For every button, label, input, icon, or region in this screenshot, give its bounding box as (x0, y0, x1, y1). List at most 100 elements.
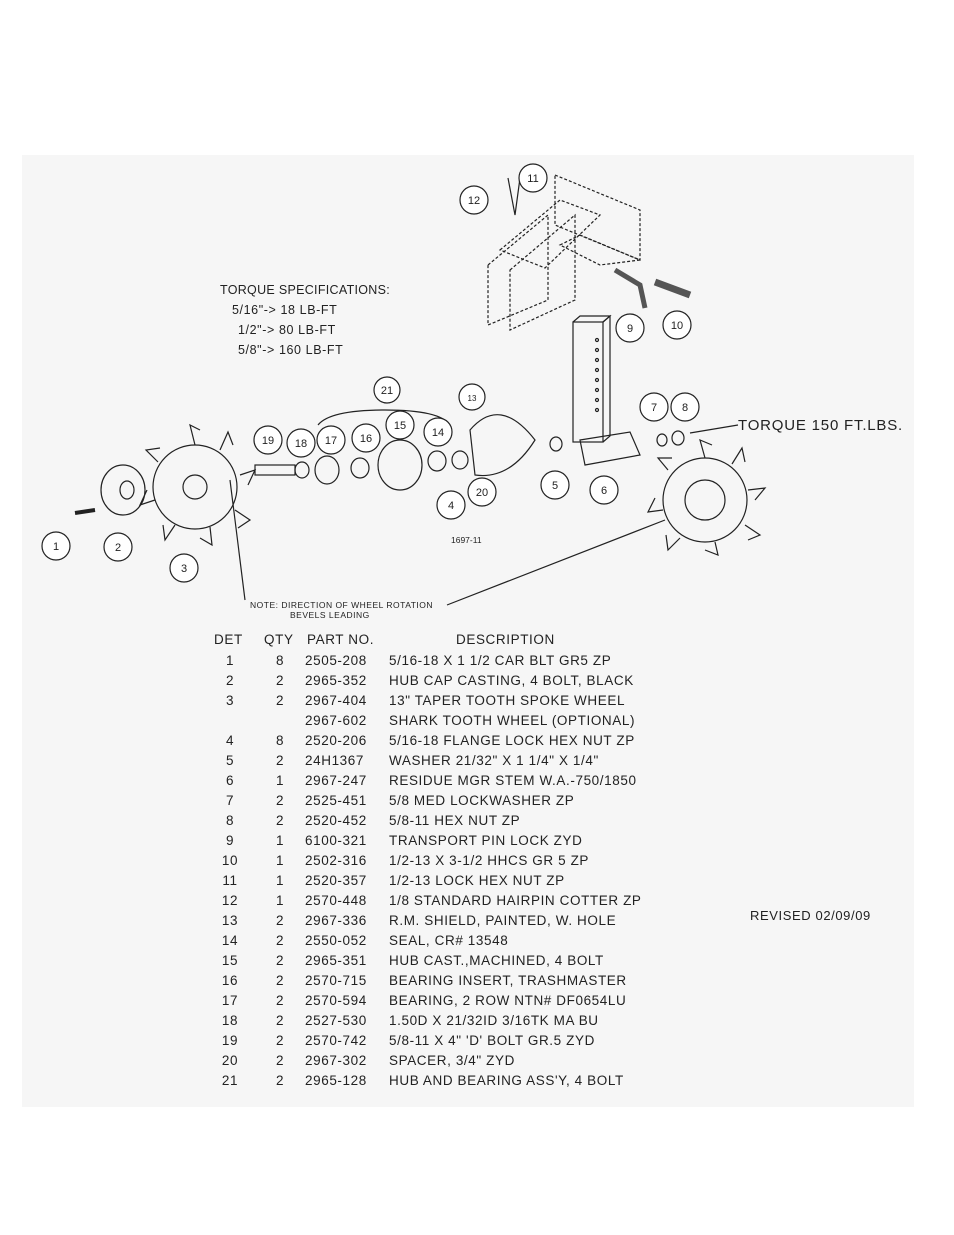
cell-qty: 1 (275, 853, 285, 868)
cell-det: 12 (221, 893, 239, 908)
callout-circle (458, 383, 486, 411)
callout-balloon-18: 18 (286, 428, 316, 458)
cell-description: 1/2-13 LOCK HEX NUT ZP (389, 873, 565, 888)
callout-balloon-20: 20 (467, 477, 497, 507)
cell-qty: 2 (275, 813, 285, 828)
callout-balloon-1: 1 (41, 531, 71, 561)
cell-description: 5/16-18 X 1 1/2 CAR BLT GR5 ZP (389, 653, 612, 668)
cell-det: 9 (225, 833, 235, 848)
header-description: DESCRIPTION (456, 632, 555, 647)
cell-description: 1.50D X 21/32ID 3/16TK MA BU (389, 1013, 599, 1028)
callout-circle (518, 163, 548, 193)
bearing (314, 455, 340, 485)
cell-part-no: 2502-316 (305, 853, 367, 868)
hub-cap (100, 464, 146, 516)
cell-qty: 2 (275, 793, 285, 808)
cell-qty: 1 (275, 833, 285, 848)
cell-description: TRANSPORT PIN LOCK ZYD (389, 833, 583, 848)
cell-det: 21 (221, 1073, 239, 1088)
cell-det: 18 (221, 1013, 239, 1028)
cell-qty: 2 (275, 673, 285, 688)
callout-balloon-21: 21 (373, 376, 401, 404)
cell-qty: 2 (275, 913, 285, 928)
cell-det: 1 (225, 653, 235, 668)
callout-balloon-15: 15 (385, 410, 415, 440)
callout-label: 2 (115, 542, 121, 554)
cell-qty: 1 (275, 873, 285, 888)
cell-description: 5/8-11 HEX NUT ZP (389, 813, 521, 828)
cell-det: 15 (221, 953, 239, 968)
callout-circle (670, 392, 700, 422)
callout-label: 8 (682, 402, 688, 414)
cell-part-no: 2965-352 (305, 673, 367, 688)
callout-circle (540, 470, 570, 500)
callout-label: 14 (432, 427, 444, 439)
washer (294, 461, 310, 479)
lockwasher (656, 433, 668, 447)
cell-part-no: 2967-404 (305, 693, 367, 708)
callout-balloon-13: 13 (458, 383, 486, 411)
callout-circle (351, 423, 381, 453)
bolt (653, 278, 692, 299)
mounting-bracket (487, 174, 643, 331)
cell-part-no: 2965-128 (305, 1073, 367, 1088)
seal (427, 450, 447, 472)
cell-det: 17 (221, 993, 239, 1008)
cell-description: WASHER 21/32" X 1 1/4" X 1/4" (389, 753, 599, 768)
rotation-note-line1: NOTE: DIRECTION OF WHEEL ROTATION (250, 600, 434, 610)
cell-qty: 8 (275, 733, 285, 748)
note-leader-right (446, 519, 666, 606)
note-leader-left (229, 479, 246, 601)
spacer (451, 450, 469, 470)
cell-qty: 2 (275, 973, 285, 988)
callout-circle (467, 477, 497, 507)
cell-qty: 2 (275, 993, 285, 1008)
transport-pin (613, 267, 648, 309)
cell-qty: 8 (275, 653, 285, 668)
cell-description: HUB AND BEARING ASS'Y, 4 BOLT (389, 1073, 624, 1088)
hairpin (507, 177, 521, 216)
cell-description: 5/16-18 FLANGE LOCK HEX NUT ZP (389, 733, 635, 748)
cell-qty: 2 (275, 953, 285, 968)
callout-label: 21 (381, 385, 393, 397)
callout-circle (662, 310, 692, 340)
callout-label: 18 (295, 438, 307, 450)
callout-label: 12 (468, 195, 480, 207)
cell-part-no: 2967-302 (305, 1053, 367, 1068)
callout-balloon-17: 17 (316, 425, 346, 455)
torque-leader (689, 424, 739, 434)
cell-det: 3 (225, 693, 235, 708)
torque-title: TORQUE SPECIFICATIONS: (220, 283, 391, 297)
callout-circle (316, 425, 346, 455)
cell-qty: 2 (275, 753, 285, 768)
bearing-insert (350, 457, 370, 479)
cell-part-no: 2570-715 (305, 973, 367, 988)
cell-det: 16 (221, 973, 239, 988)
callout-label: 16 (360, 433, 372, 445)
callout-balloon-4: 4 (436, 490, 466, 520)
cell-part-no: 24H1367 (305, 753, 364, 768)
cell-description: SEAL, CR# 13548 (389, 933, 509, 948)
cell-det: 2 (225, 673, 235, 688)
cell-det: 10 (221, 853, 239, 868)
cell-det: 6 (225, 773, 235, 788)
callout-balloon-3: 3 (169, 553, 199, 583)
callout-label: 17 (325, 435, 337, 447)
cell-qty: 1 (275, 773, 285, 788)
callout-circle (385, 410, 415, 440)
callout-label: 3 (181, 563, 187, 575)
washer-5 (549, 436, 563, 452)
